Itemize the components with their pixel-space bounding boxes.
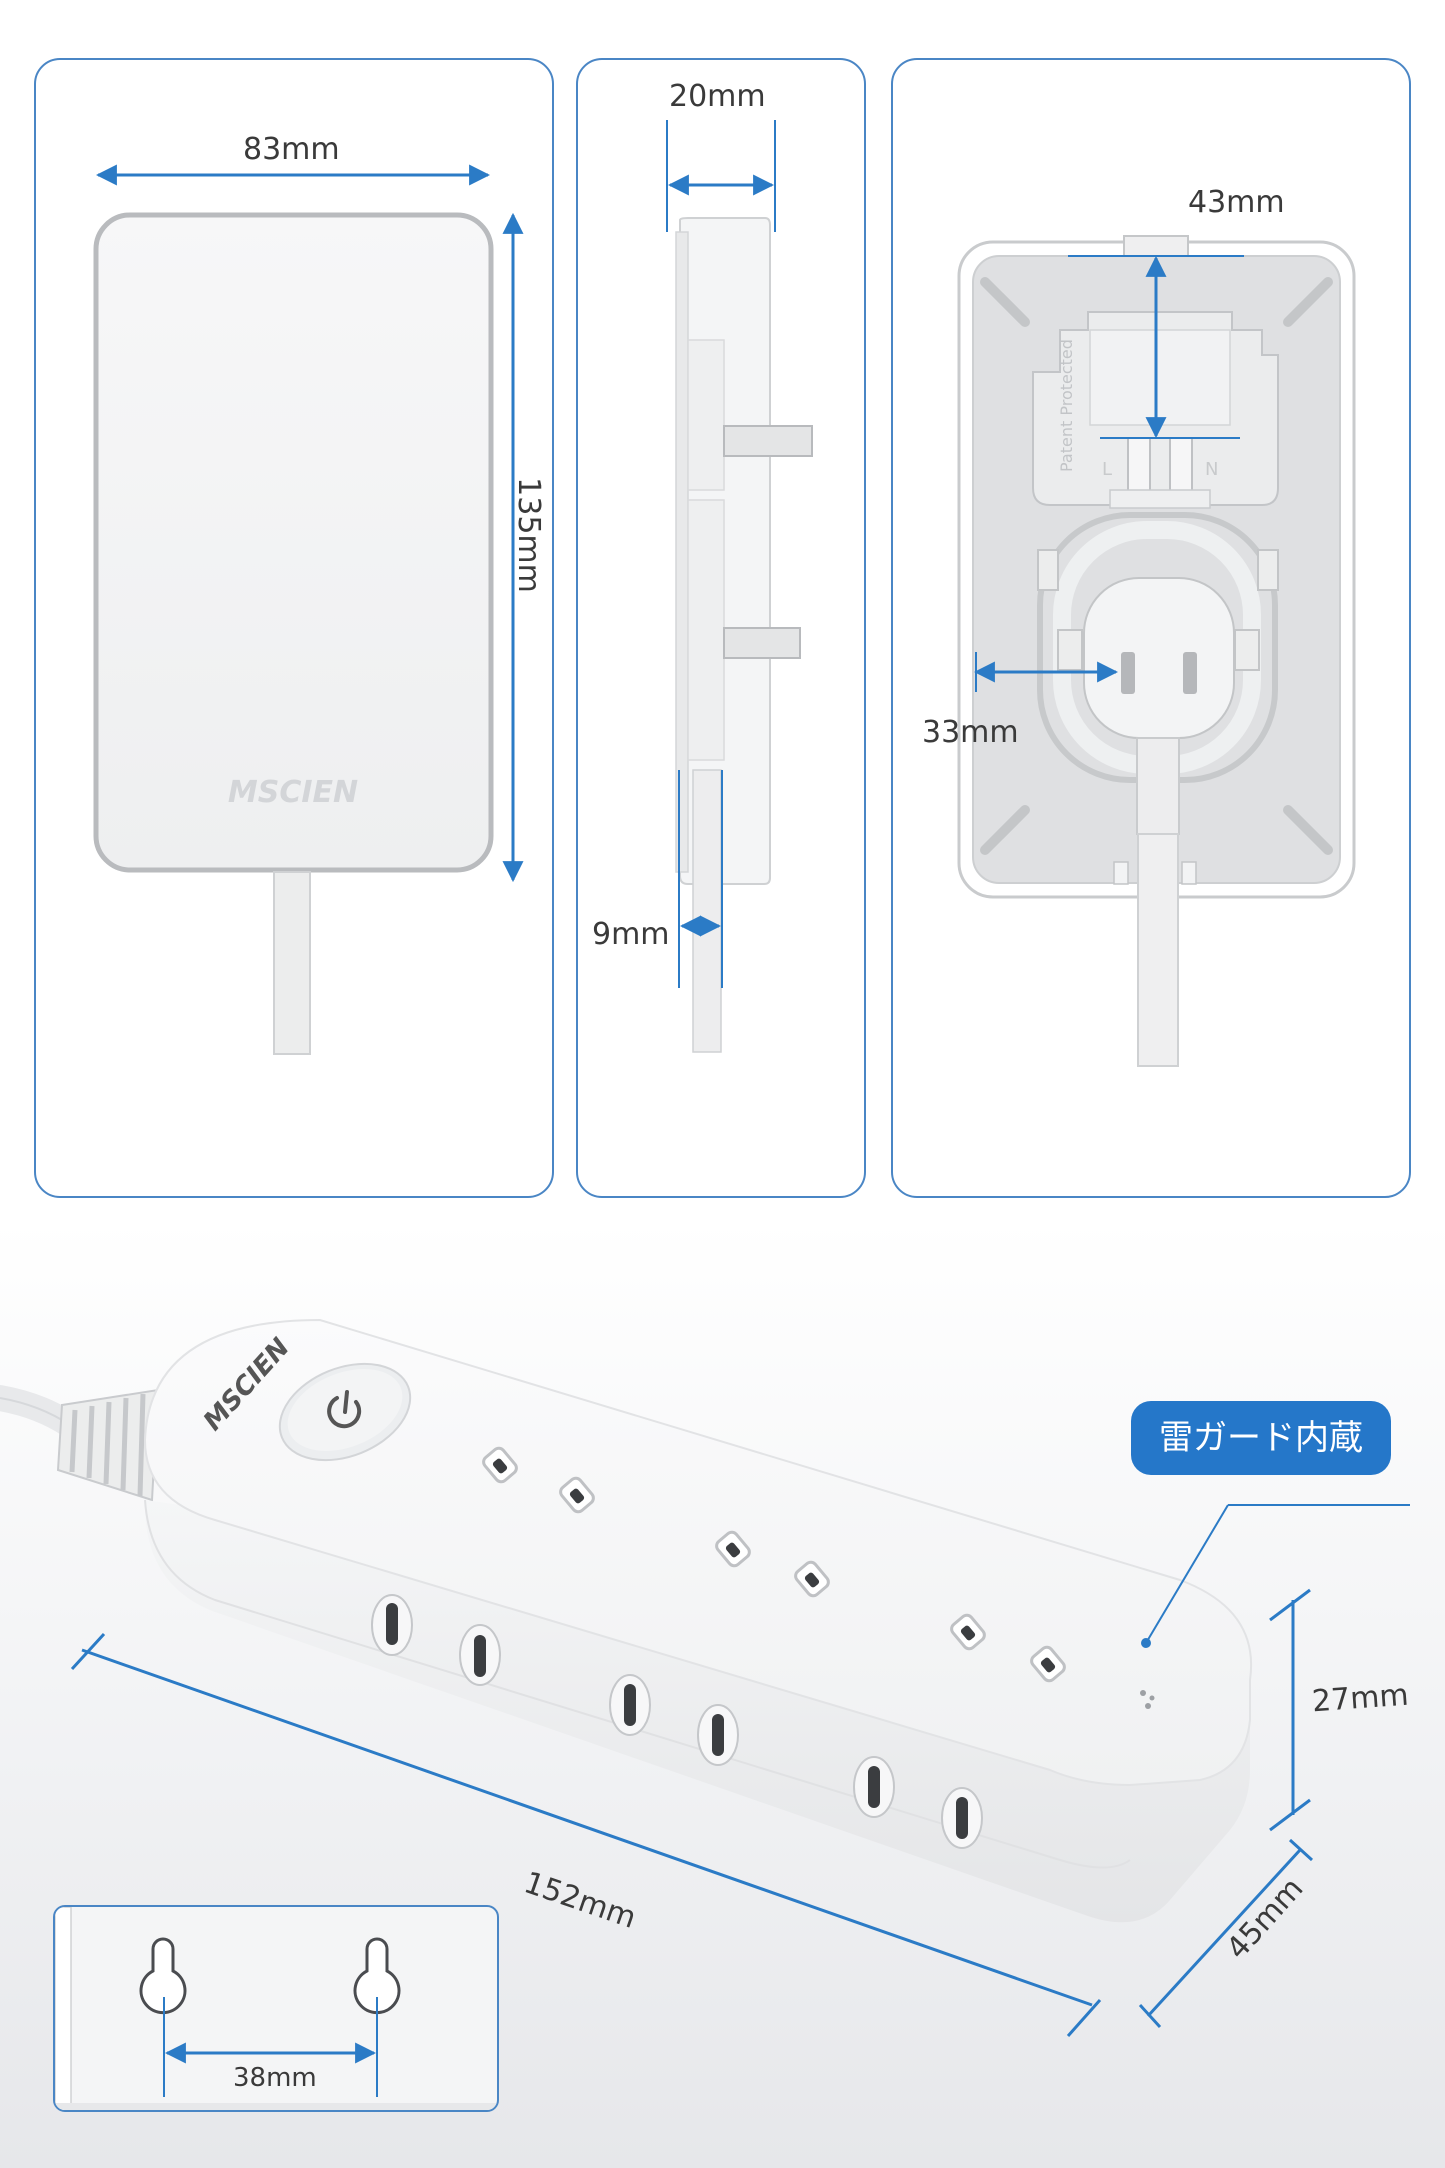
cord-width-dimension-label: 9mm bbox=[592, 917, 670, 952]
hole-spacing-dimension-label: 38mm bbox=[233, 2063, 317, 2093]
side-view bbox=[666, 120, 813, 1053]
front-view: MSCIEN bbox=[93, 164, 524, 1055]
keyhole-icon bbox=[139, 1937, 187, 2015]
mounting-holes-inset: 38mm bbox=[53, 1905, 499, 2112]
back-side-dimension-label: 33mm bbox=[922, 715, 1019, 750]
keyhole-diagram bbox=[55, 1907, 497, 2110]
power-strip: MSCIEN bbox=[0, 1318, 1410, 2037]
depth-dimension-line bbox=[1146, 1848, 1302, 2018]
front-brand-logo: MSCIEN bbox=[228, 775, 358, 810]
front-width-dimension-label: 83mm bbox=[243, 132, 340, 167]
svg-text:N: N bbox=[1205, 459, 1218, 480]
lightning-guard-badge: 雷ガード内蔵 bbox=[1131, 1401, 1391, 1475]
side-depth-dimension-label: 20mm bbox=[669, 79, 766, 114]
keyhole-icon bbox=[353, 1937, 401, 2015]
back-top-dimension-label: 43mm bbox=[1188, 185, 1285, 220]
length-dimension-line bbox=[81, 1648, 1093, 2007]
height-dimension-label: 27mm bbox=[1310, 1677, 1410, 1720]
cord-strain-relief bbox=[56, 1388, 160, 1502]
back-embossed-text: Patent Protected bbox=[1057, 339, 1076, 472]
front-outlets bbox=[371, 1594, 983, 1849]
front-height-dimension-label: 135mm bbox=[510, 477, 546, 593]
power-icon bbox=[327, 1390, 362, 1429]
back-view: Patent Protected L N bbox=[957, 235, 1356, 1067]
svg-text:L: L bbox=[1102, 459, 1112, 480]
